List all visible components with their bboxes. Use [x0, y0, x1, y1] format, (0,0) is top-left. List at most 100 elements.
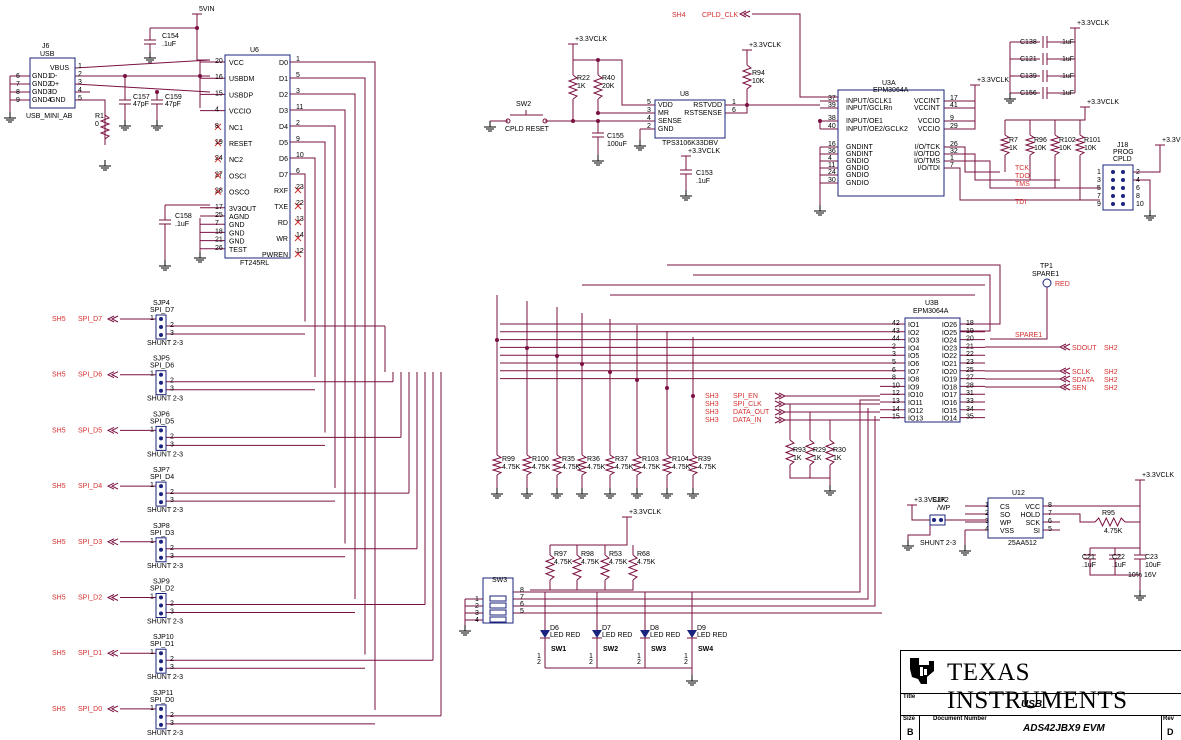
ref: R53: [609, 551, 622, 558]
val: .1uF: [696, 178, 710, 185]
jumper-ref: SJP7: [153, 467, 170, 474]
jumper-pin-icon: [159, 722, 163, 727]
wire: [990, 287, 1048, 340]
ref: C155: [607, 133, 624, 140]
jtag-resistor-icon: [999, 134, 1011, 156]
jumper-shunt: SHUNT 2-3: [147, 674, 183, 681]
wire: [530, 580, 578, 591]
pin-num: 10: [892, 382, 900, 389]
jumper-net: SPI_D6: [150, 363, 174, 370]
net-label: SPI_CLK: [733, 401, 762, 408]
pin-num: 5: [892, 359, 896, 366]
ref: C158: [175, 213, 192, 220]
ref: R99: [502, 456, 515, 463]
sheet-label: SH2: [1104, 369, 1118, 376]
led-label: SW2: [603, 646, 618, 653]
pin-name: VCCINT: [914, 98, 941, 105]
jumper-pin-icon: [159, 388, 163, 393]
ref: R30: [833, 447, 846, 454]
wire: [513, 416, 876, 607]
jumper-pin-icon: [159, 611, 163, 616]
pin-name: IO12: [908, 408, 923, 415]
pin-num: 7: [16, 81, 20, 88]
header-pin-icon: [1111, 194, 1115, 198]
pin-num: 33: [966, 398, 974, 405]
pin-num: 5: [296, 72, 300, 79]
pin-name: VCCIO: [918, 118, 941, 125]
jumper-shunt: SHUNT 2-3: [147, 451, 183, 458]
wire: [1029, 155, 1060, 181]
jumper-net: /WP: [937, 505, 951, 512]
footprint: USB_MINI_AB: [26, 113, 73, 120]
pin-name: USBDP: [229, 92, 253, 99]
pin-num: 6: [296, 168, 300, 175]
pin-num: 1: [684, 653, 688, 660]
ground-icon: [1134, 590, 1146, 601]
ti-logo-icon: [907, 655, 937, 687]
pin-num: 2: [170, 433, 174, 440]
offpage-arrow-icon: [106, 594, 115, 601]
pin-num: 7: [215, 220, 219, 227]
pin-name: SENSE: [658, 118, 682, 125]
power-label: +3.3VCLK: [1142, 472, 1174, 479]
pin-num: 5: [520, 608, 524, 615]
jumper-shunt: SHUNT 2-3: [147, 396, 183, 403]
pin-name: CS: [1000, 504, 1010, 511]
no-connect-icon: [294, 186, 302, 194]
pin-name: PWREN: [262, 252, 288, 259]
ref: R22: [577, 75, 590, 82]
pulldown-resistor-icon: [604, 454, 616, 476]
led-label: SW4: [698, 646, 713, 653]
wire: [944, 108, 976, 122]
ref: R36: [587, 456, 600, 463]
pin-num: 7: [1097, 193, 1101, 200]
pin-num: 11: [828, 162, 835, 169]
jumper-net: SPI_D4: [150, 474, 174, 481]
pin-name: GNDIO: [846, 180, 870, 187]
val: .1uF: [162, 41, 176, 48]
offpage-arrow-icon: [106, 482, 115, 490]
ground-icon: [521, 488, 533, 499]
pin-num: 21: [966, 343, 974, 350]
pin-name: D7: [279, 172, 288, 179]
wire: [667, 264, 1001, 325]
pin-num: 8: [520, 587, 524, 594]
pin-num: 2: [170, 656, 174, 663]
wire: [944, 121, 976, 130]
pin-name: TEST: [229, 247, 248, 254]
pin-num: 2: [170, 601, 174, 608]
junction: [665, 386, 669, 390]
pin-num: 3: [170, 609, 174, 616]
wire: [693, 274, 991, 332]
jumper-pin-icon: [159, 603, 163, 608]
pin-num: 2: [170, 545, 174, 552]
val: 4.75K: [554, 559, 573, 566]
jumper-ref: SJP6: [153, 411, 170, 418]
offpage-arrow-icon: [1062, 383, 1071, 391]
pin-name: USBDM: [229, 76, 254, 83]
pin-name: D2: [279, 92, 288, 99]
pin-num: 1: [150, 594, 154, 601]
docnum-value: ADS42JBX9 EVM: [1023, 723, 1105, 734]
pin-num: 1: [150, 705, 154, 712]
r40-resistor-icon: [592, 74, 604, 100]
jumper-pin-icon: [159, 333, 163, 337]
wire: [944, 101, 976, 109]
ref: R35: [562, 456, 575, 463]
val: 4.75K: [672, 464, 691, 471]
ref: R37: [615, 456, 628, 463]
wire: [911, 505, 930, 521]
jumper-shunt: SHUNT 2-3: [147, 563, 183, 570]
ground-icon: [661, 488, 673, 499]
switch-contact-icon: [542, 118, 548, 124]
pin-name: D+: [50, 81, 59, 88]
net-label: SCLK: [1072, 369, 1091, 376]
r22-resistor-icon: [567, 74, 579, 100]
header-pin-icon: [1111, 170, 1115, 174]
ref: R7: [1009, 137, 1018, 144]
ref: C156: [1020, 90, 1037, 97]
jumper-pin-icon: [159, 595, 163, 600]
pin-num: 3: [647, 107, 651, 114]
val: LED RED: [602, 632, 632, 639]
pin-name: IO10: [908, 392, 923, 399]
